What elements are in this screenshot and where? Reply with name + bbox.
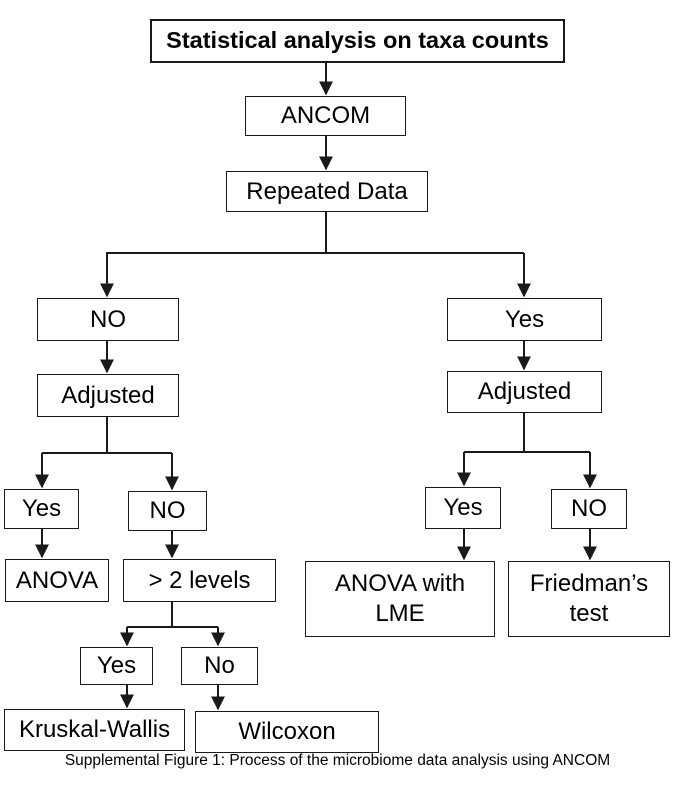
yes-levels-box: Yes (80, 647, 153, 685)
yes-adjusted-left-box: Yes (4, 489, 79, 529)
levels-box: > 2 levels (123, 559, 276, 602)
branch-adjusted-left (42, 416, 108, 454)
title-box: Statistical analysis on taxa counts (150, 19, 565, 63)
yes-repeated-box: Yes (447, 298, 602, 341)
wilcoxon-box: Wilcoxon (195, 711, 379, 753)
adjusted-left-box: Adjusted (37, 374, 179, 417)
branch-adjusted-right (464, 412, 525, 453)
friedman-box: Friedman’s test (508, 561, 670, 637)
repeated-data-box: Repeated Data (226, 171, 428, 212)
branch-levels (127, 601, 173, 628)
yes-adjusted-right-box: Yes (425, 487, 501, 529)
anova-lme-box: ANOVA with LME (305, 561, 495, 637)
anova-box: ANOVA (5, 559, 109, 602)
figure-caption: Supplemental Figure 1: Process of the mi… (64, 752, 611, 769)
no-repeated-box: NO (37, 298, 179, 341)
ancom-box: ANCOM (245, 96, 406, 136)
no-levels-box: No (181, 647, 258, 685)
branch-repeated (106, 211, 327, 293)
adjusted-right-box: Adjusted (447, 371, 602, 413)
no-adjusted-left-box: NO (128, 491, 207, 531)
no-adjusted-right-box: NO (551, 489, 627, 529)
kruskal-wallis-box: Kruskal-Wallis (4, 709, 185, 751)
